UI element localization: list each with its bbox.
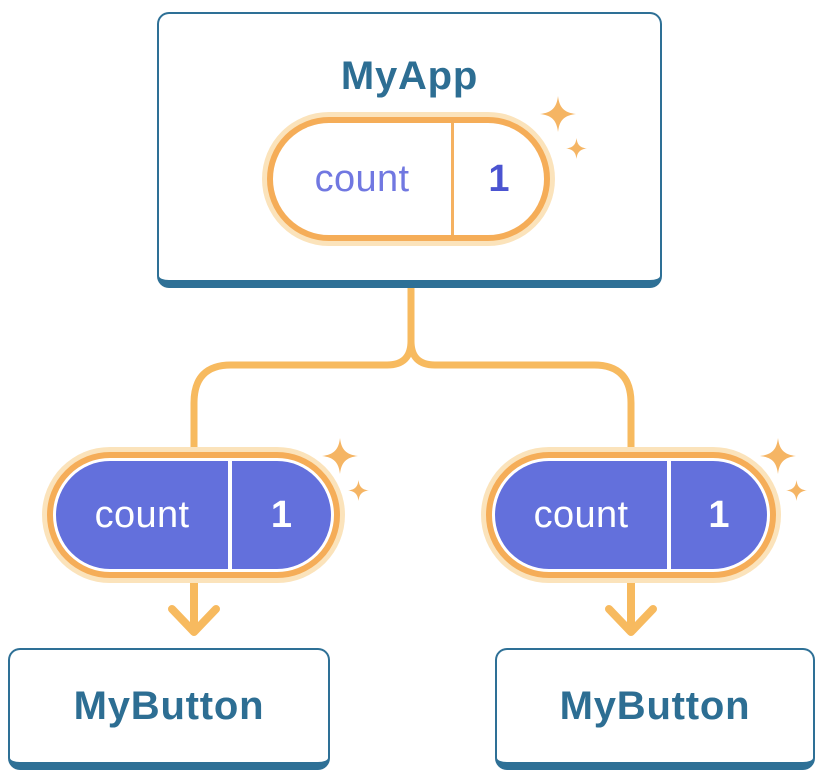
state-pill-root: count 1: [262, 112, 555, 246]
sparkles-icon: [760, 438, 808, 504]
sparkle-small-icon: [566, 138, 587, 159]
state-pill-ring: count 1: [267, 117, 550, 241]
state-value-cell: 1: [671, 461, 767, 569]
state-pill-fill: count 1: [56, 461, 331, 569]
state-value: 1: [488, 157, 510, 200]
sparkles-icon: [322, 438, 370, 504]
sparkles-icon: [540, 96, 588, 162]
pill-divider: [228, 461, 232, 569]
state-value-cell: 1: [454, 123, 544, 235]
state-value: 1: [708, 493, 730, 536]
state-label: count: [533, 493, 629, 536]
state-label-cell: count: [495, 461, 667, 569]
sparkle-big-icon: [760, 438, 796, 474]
component-title: MyButton: [559, 683, 751, 728]
sparkle-big-icon: [322, 438, 358, 474]
connector-branch-left: [190, 284, 415, 456]
state-pill-ring: count 1: [47, 452, 340, 578]
state-value-cell: 1: [232, 461, 331, 569]
component-card-mybutton-left: MyButton: [8, 648, 330, 770]
pill-divider: [451, 123, 454, 235]
component-card-mybutton-right: MyButton: [495, 648, 815, 770]
arrow-right-head: [605, 605, 657, 636]
state-label-cell: count: [56, 461, 228, 569]
state-pill-ring: count 1: [486, 452, 776, 578]
state-label-cell: count: [273, 123, 451, 235]
sparkle-big-icon: [540, 96, 576, 132]
state-pill-fill: count 1: [495, 461, 767, 569]
component-title: MyButton: [73, 683, 265, 728]
state-value: 1: [270, 493, 293, 536]
state-pill-left: count 1: [42, 447, 345, 583]
connector-branch-right: [407, 284, 635, 456]
state-label: count: [314, 157, 410, 200]
sparkle-small-icon: [786, 480, 807, 501]
sparkle-small-icon: [348, 480, 369, 501]
pill-divider: [667, 461, 671, 569]
component-title: MyApp: [340, 54, 479, 98]
state-label: count: [94, 493, 190, 536]
state-pill-right: count 1: [481, 447, 781, 583]
arrow-left-head: [168, 605, 220, 636]
